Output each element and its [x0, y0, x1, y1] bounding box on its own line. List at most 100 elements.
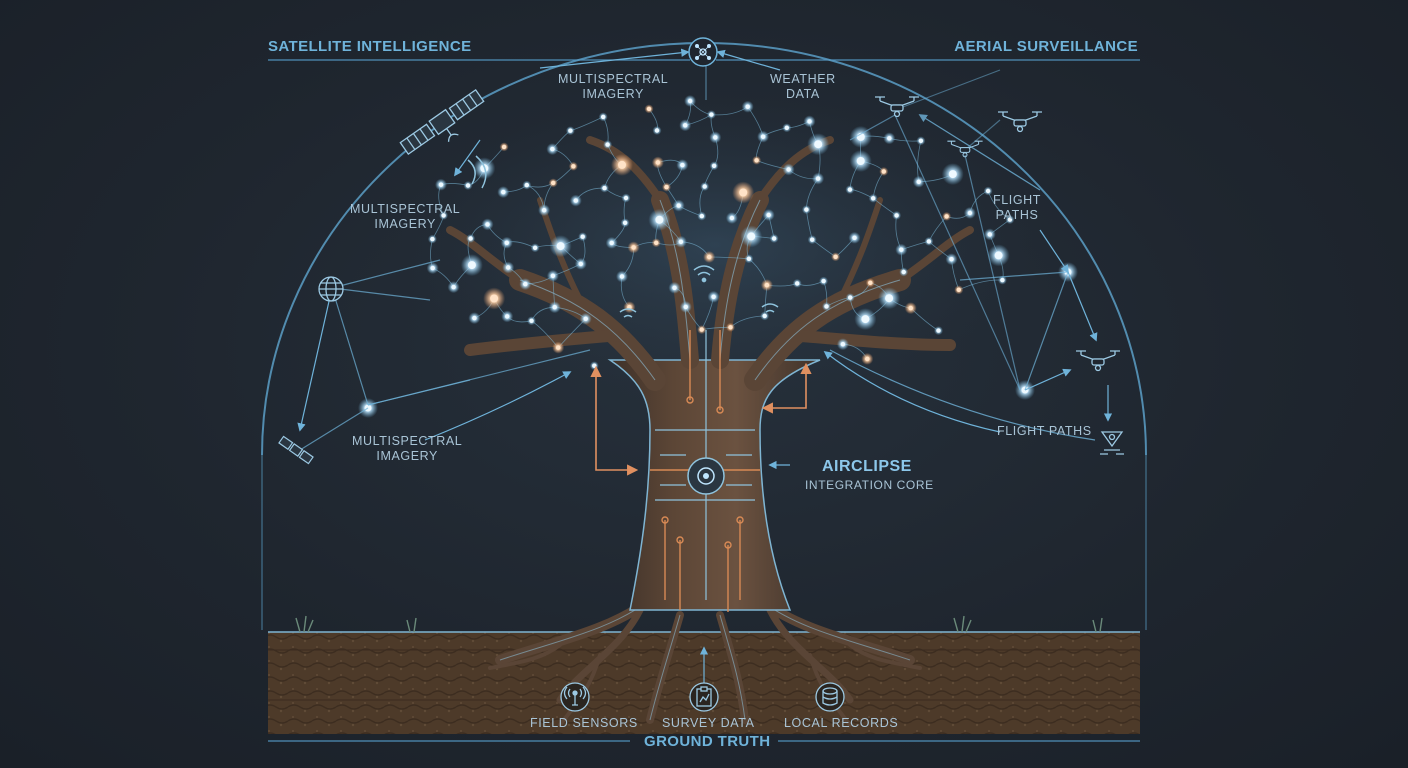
feedback-arrows [590, 362, 812, 476]
network-node [997, 275, 1007, 285]
network-node-orange [732, 181, 755, 204]
hub-icon [688, 37, 718, 67]
network-node [740, 225, 763, 248]
network-node [836, 338, 849, 351]
network-node [548, 301, 561, 314]
drones [875, 96, 1120, 372]
network-node [707, 290, 720, 303]
clipboard-chart-icon [689, 682, 719, 712]
satellite-icon [399, 88, 485, 156]
network-node [439, 210, 449, 220]
network-node-orange [879, 167, 889, 176]
network-node [706, 110, 716, 120]
network-node [895, 243, 908, 256]
network-node-orange [662, 182, 671, 192]
network-node [501, 310, 514, 323]
network-node-orange [831, 252, 841, 262]
network-node [463, 181, 473, 190]
network-node [892, 210, 902, 220]
network-node-orange [552, 341, 565, 354]
network-node [941, 163, 964, 186]
network-node [709, 131, 722, 144]
network-node [807, 133, 830, 156]
network-node [819, 276, 829, 286]
network-node [868, 193, 878, 203]
network-node [807, 235, 817, 245]
network-node [822, 301, 831, 311]
network-node [460, 254, 483, 277]
network-node [792, 278, 802, 288]
network-node [674, 235, 687, 248]
globe-icon [318, 276, 344, 302]
network-node [801, 205, 811, 215]
survey-data-label: SURVEY DATA [662, 716, 755, 730]
network-node-orange [623, 301, 636, 314]
local-records-label: LOCAL RECORDS [784, 716, 899, 730]
aerial-surveillance-header: AERIAL SURVEILLANCE [954, 38, 1138, 55]
network-node-orange [865, 278, 875, 288]
network-node [983, 186, 993, 196]
network-node [605, 236, 618, 249]
network-node-orange [627, 241, 640, 254]
network-node-orange [651, 238, 661, 248]
wifi-icon [467, 155, 779, 318]
drone-icon [947, 140, 983, 158]
network-node-orange [904, 302, 917, 315]
network-node [497, 186, 510, 199]
drone-icon [1076, 350, 1120, 372]
database-icon [815, 682, 845, 712]
network-node [648, 208, 671, 231]
network-node [466, 234, 476, 243]
network-node [700, 182, 710, 191]
network-node [427, 234, 437, 244]
network-node-orange [861, 352, 874, 365]
network-node-orange [752, 155, 762, 165]
network-node [538, 204, 551, 217]
network-node [435, 178, 447, 191]
network-node-orange [697, 325, 707, 335]
network-node [883, 132, 896, 145]
network-node [741, 100, 754, 113]
network-node [782, 163, 795, 176]
network-node [579, 312, 592, 325]
network-node [549, 235, 572, 258]
network-node [652, 126, 662, 135]
network-node-orange [760, 279, 773, 292]
network-node [916, 136, 926, 146]
network-node [668, 281, 681, 294]
network-node [546, 269, 559, 282]
network-node-orange [726, 322, 735, 332]
network-node [500, 236, 513, 249]
network-node-orange [954, 285, 964, 295]
network-node [1005, 215, 1015, 225]
network-node-orange [499, 142, 509, 152]
core-subtitle: INTEGRATION CORE [805, 478, 934, 492]
network-node [426, 262, 439, 275]
network-node-orange [548, 178, 558, 188]
network-node-orange [611, 153, 633, 176]
field-sensors-label: FIELD SENSORS [530, 716, 638, 730]
network-node [963, 207, 976, 219]
network-node [598, 112, 608, 122]
network-node [912, 175, 925, 188]
network-node [589, 361, 599, 371]
network-node [782, 123, 792, 133]
network-node [983, 228, 996, 241]
network-node [527, 316, 536, 326]
network-node [934, 326, 943, 336]
network-node [845, 293, 855, 303]
core-title: AIRCLIPSE [822, 458, 912, 475]
network-node-orange [568, 161, 578, 171]
network-node [621, 193, 631, 203]
network-node [760, 311, 770, 321]
network-node [603, 140, 613, 150]
network-node [987, 244, 1010, 267]
network-node [447, 281, 460, 294]
network-node [481, 218, 494, 231]
network-node [812, 172, 825, 185]
network-node-orange [942, 211, 952, 221]
network-node-orange [651, 156, 664, 169]
network-node [769, 234, 779, 243]
